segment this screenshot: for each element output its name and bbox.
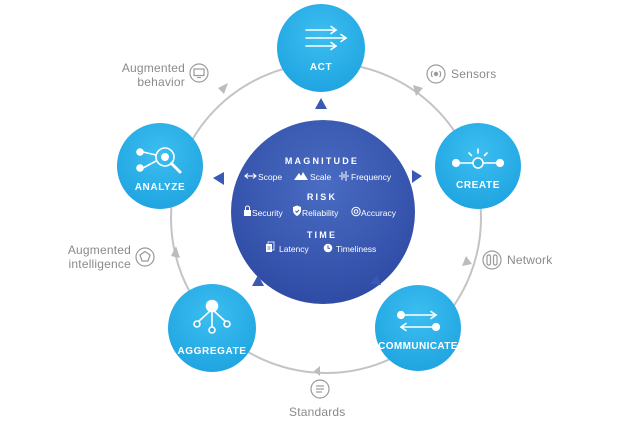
label-augmented-intelligence: Augmented intelligence — [68, 243, 131, 271]
label-network-line-1: Network — [507, 253, 553, 267]
label-augmented-behavior-line-1: Augmented — [121, 61, 185, 75]
center-circle — [231, 120, 415, 304]
node-label-aggregate: AGGREGATE — [177, 346, 246, 357]
inner-arrow-act — [315, 98, 327, 109]
item-security: Security — [252, 208, 283, 218]
node-aggregate[interactable]: AGGREGATE — [168, 284, 256, 372]
label-standards: Standards — [289, 405, 346, 419]
item-latency: Latency — [279, 244, 310, 254]
ring-arrow-analyze-to-act — [218, 83, 228, 94]
magnitude-row: Scope Scale Frequency — [244, 171, 392, 182]
time-row: Latency Timeliness — [266, 241, 376, 254]
monitor-icon — [189, 63, 209, 83]
item-scope: Scope — [258, 172, 282, 182]
node-label-communicate: COMMUNICATE — [378, 341, 458, 352]
clock-icon — [323, 243, 333, 253]
label-sensors-line-1: Sensors — [451, 67, 497, 81]
checklist-icon — [310, 379, 330, 399]
risk-row: Security Reliability Accuracy — [244, 205, 397, 218]
label-augmented-intelligence-line-2: intelligence — [68, 257, 131, 271]
double-arrow-icon — [244, 173, 257, 179]
item-accuracy: Accuracy — [361, 208, 397, 218]
section-title-time: TIME — [307, 230, 337, 240]
center-content: MAGNITUDE Scope Scale Frequency RISK — [244, 156, 397, 254]
waveform-icon — [339, 171, 349, 181]
neural-circle-icon — [135, 247, 155, 267]
node-label-analyze: ANALYZE — [135, 182, 186, 193]
bidirectional-arrows-icon — [396, 310, 441, 332]
label-augmented-intelligence-line-1: Augmented — [67, 243, 131, 257]
shield-icon — [293, 205, 301, 216]
document-icon — [266, 241, 275, 252]
node-act[interactable]: ACT — [277, 4, 365, 92]
node-communicate[interactable]: COMMUNICATE — [375, 285, 461, 371]
item-scale: Scale — [310, 172, 332, 182]
ring-arrow-create-to-communicate — [462, 256, 472, 266]
node-analyze[interactable]: ANALYZE — [117, 123, 203, 209]
item-frequency: Frequency — [351, 172, 392, 182]
node-create[interactable]: CREATE — [435, 123, 521, 209]
node-burst-icon — [451, 148, 505, 169]
ring-arrow-aggregate-to-analyze — [171, 246, 180, 258]
magnifier-graph-icon — [136, 147, 182, 174]
target-icon — [351, 206, 361, 217]
network-merge-icon — [193, 299, 231, 334]
ring-arrow-communicate-to-aggregate — [314, 366, 320, 376]
mountain-icon — [294, 172, 308, 180]
ring-arrow-act-to-create — [413, 85, 423, 96]
node-label-act: ACT — [310, 62, 332, 73]
section-title-risk: RISK — [307, 192, 337, 202]
label-augmented-behavior-line-2: behavior — [137, 75, 185, 89]
label-standards-line-1: Standards — [289, 405, 346, 419]
label-network: Network — [507, 253, 552, 267]
ring-arrows — [171, 83, 472, 376]
inner-arrow-analyze — [213, 172, 224, 185]
label-augmented-behavior: Augmented behavior — [122, 61, 185, 89]
section-title-magnitude: MAGNITUDE — [285, 156, 359, 166]
label-sensors: Sensors — [451, 67, 496, 81]
lock-icon — [244, 205, 251, 216]
inner-arrow-communicate — [370, 275, 381, 285]
inner-arrows — [213, 98, 422, 286]
parallel-arrows-icon — [305, 25, 348, 51]
item-reliability: Reliability — [302, 208, 339, 218]
inner-arrow-create — [412, 170, 422, 183]
sensor-waves-icon — [426, 64, 446, 84]
item-timeliness: Timeliness — [336, 244, 376, 254]
node-label-create: CREATE — [456, 180, 500, 191]
inner-arrow-aggregate — [252, 275, 264, 286]
network-links-icon — [482, 250, 502, 270]
